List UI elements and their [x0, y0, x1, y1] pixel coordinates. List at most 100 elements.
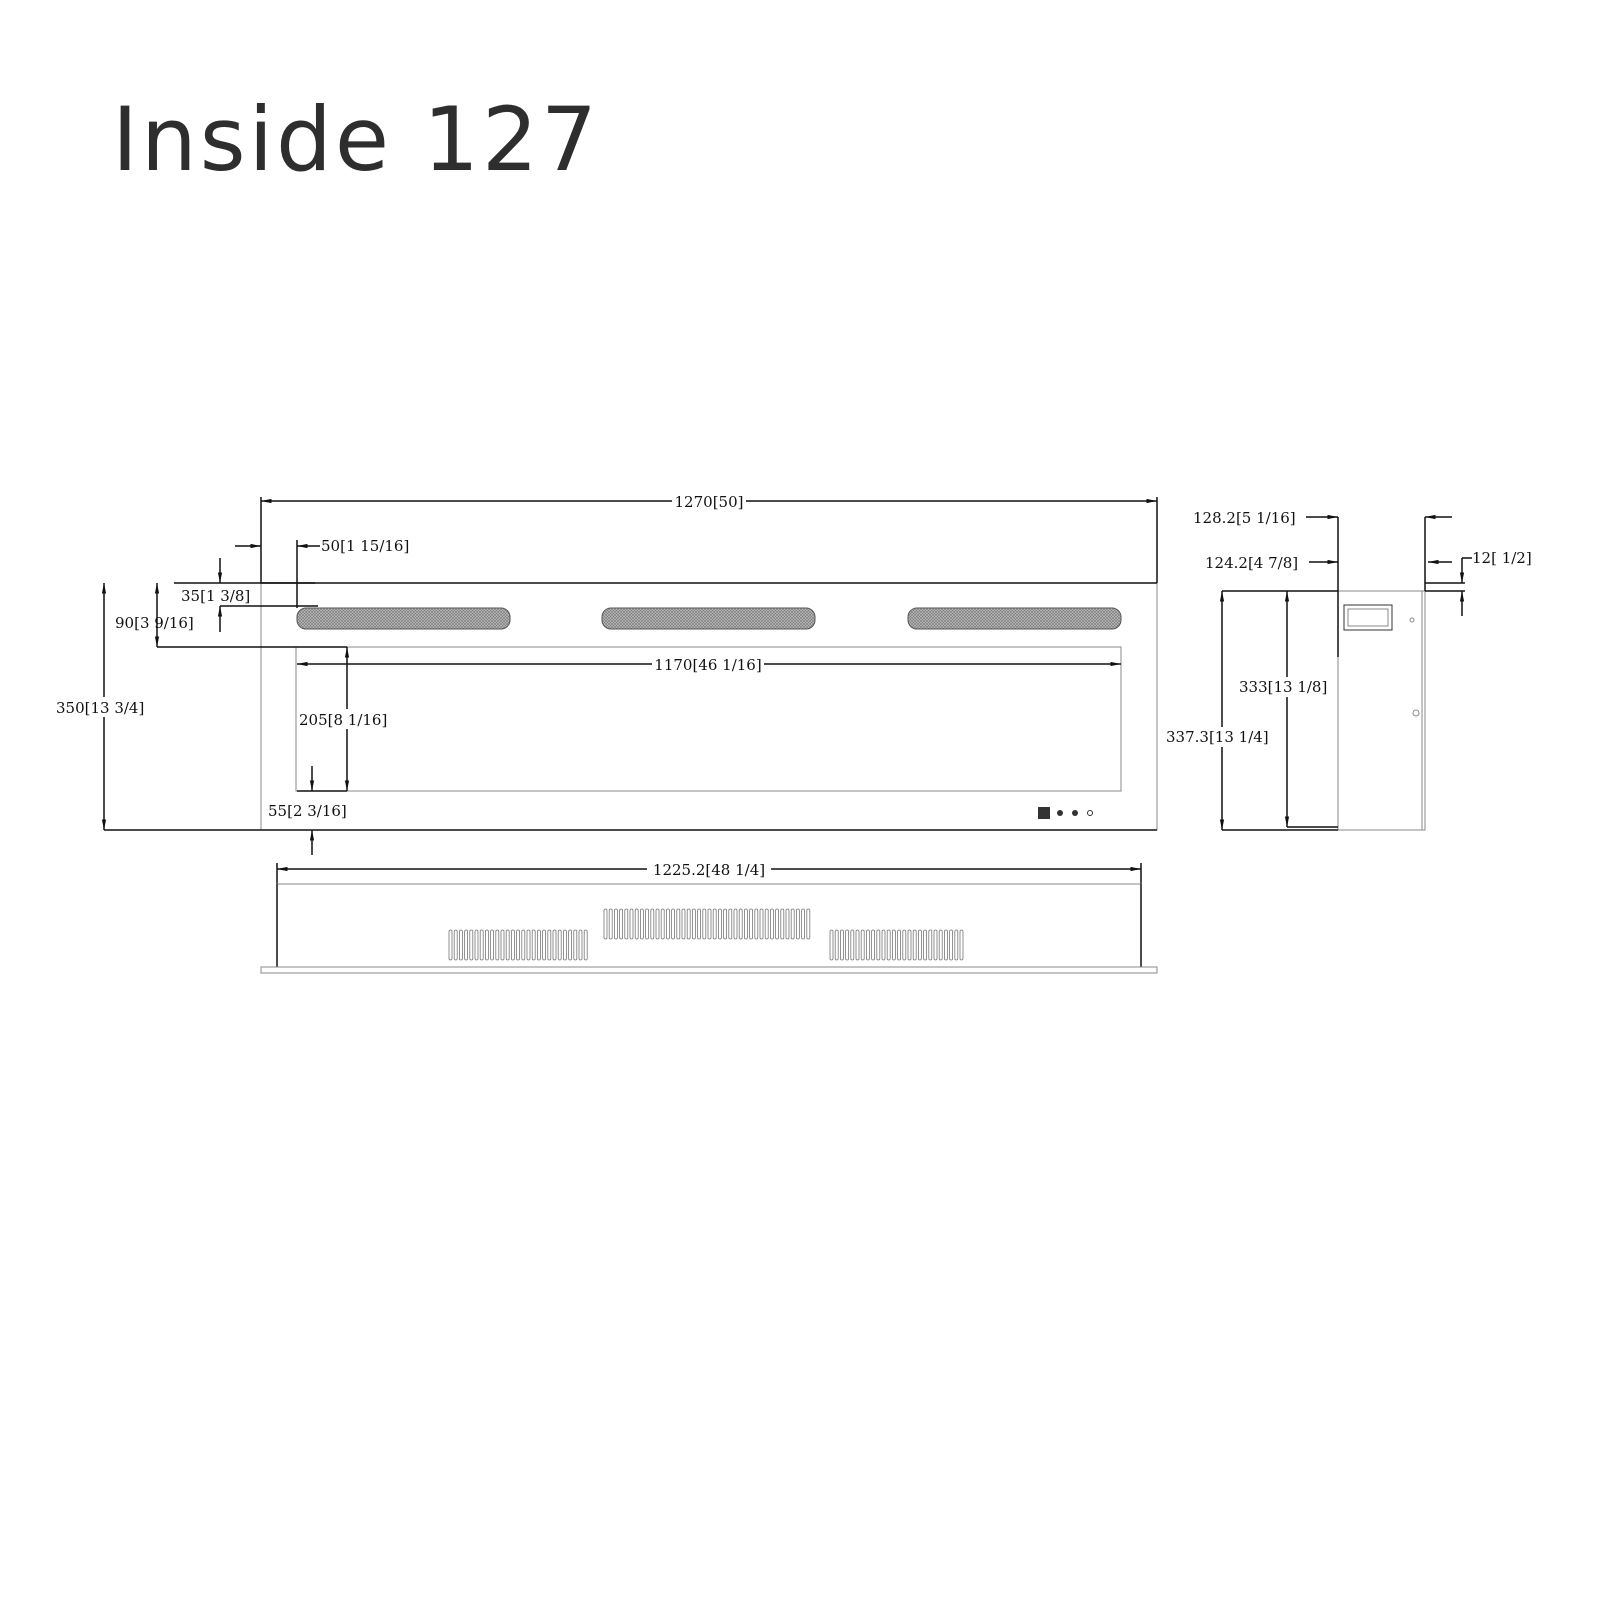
vent-slat — [897, 929, 901, 961]
vent-slat — [640, 908, 644, 940]
vent-slat — [923, 929, 927, 961]
vent-slat — [676, 908, 681, 940]
vent-slat — [578, 929, 583, 961]
vent-slat — [495, 929, 500, 961]
vent-slat — [521, 929, 526, 961]
vent-slat — [563, 929, 567, 961]
vent-slat — [583, 929, 588, 961]
vent-slat — [692, 908, 696, 940]
vent-slat — [453, 929, 458, 961]
vent-slat — [650, 908, 655, 940]
dim-bottom-width: 1225.2[48 1/4] — [653, 861, 765, 879]
side-view: 128.2[5 1/16] 124.2[4 7/8] 333[13 1/8] 3… — [1165, 509, 1532, 831]
vent-slat — [557, 929, 562, 961]
vent-slat — [928, 929, 933, 961]
dim-glass-height: 205[8 1/16] — [299, 711, 387, 729]
vent-group — [448, 929, 588, 961]
vent-slat — [448, 929, 453, 961]
vent-slat — [733, 908, 738, 940]
vent-slat — [801, 908, 805, 940]
vent-slat — [728, 908, 733, 940]
vent-slat — [850, 929, 855, 961]
vent-slat — [829, 929, 834, 961]
vent-slat — [568, 929, 572, 961]
vent-slat — [902, 929, 907, 961]
vent-slat — [834, 929, 839, 961]
vent-slat — [681, 908, 686, 940]
vent-slat — [573, 929, 578, 961]
dim-depth-body: 124.2[4 7/8] — [1205, 554, 1298, 572]
control-button-icon — [1072, 810, 1078, 816]
vent-slat — [907, 929, 912, 961]
vent-slat — [881, 929, 886, 961]
vent-slat — [712, 908, 717, 940]
bottom-view: 1225.2[48 1/4] — [260, 859, 1158, 974]
vent-slat — [634, 908, 639, 940]
vent-slat — [790, 908, 795, 940]
vent-slat — [949, 929, 953, 961]
vent-slat — [655, 908, 660, 940]
vent-slat — [918, 929, 922, 961]
vent-slat — [666, 908, 670, 940]
vent-slat — [785, 908, 790, 940]
vent-group — [829, 929, 964, 961]
vent-slat — [892, 929, 896, 961]
vent-slat — [671, 908, 675, 940]
vent-group — [603, 908, 811, 940]
vent-slat — [697, 908, 701, 940]
dim-body-height: 333[13 1/8] — [1239, 678, 1327, 696]
vent-slat — [629, 908, 634, 940]
vent-slat — [860, 929, 865, 961]
vent-slat — [531, 929, 536, 961]
control-panel-icon — [1038, 807, 1050, 819]
vent-slat — [660, 908, 665, 940]
vent-slat — [959, 929, 964, 961]
side-handle — [1343, 604, 1393, 631]
dim-slot-top-offset: 35[1 3/8] — [181, 587, 250, 605]
vent-slat — [469, 929, 474, 961]
vent-slat — [780, 908, 785, 940]
dim-glass-top-offset: 90[3 9/16] — [115, 614, 194, 632]
vent-slat — [764, 908, 769, 940]
vent-slat — [547, 929, 552, 961]
dim-side-overall-height: 337.3[13 1/4] — [1166, 728, 1269, 746]
vent-slat — [944, 929, 948, 961]
vent-slat — [624, 908, 629, 940]
vent-slat — [933, 929, 938, 961]
bottom-body — [276, 883, 1142, 968]
side-outline — [1337, 590, 1426, 831]
vent-slat — [516, 929, 520, 961]
bottom-flange — [260, 966, 1158, 974]
vent-slat — [840, 929, 844, 961]
dim-glass-bottom-offset: 55[2 3/16] — [268, 802, 347, 820]
vent-slat — [608, 908, 613, 940]
heater-slot — [601, 607, 816, 630]
vent-slat — [718, 908, 722, 940]
vent-groups — [448, 908, 964, 961]
vent-slat — [871, 929, 875, 961]
vent-slat — [738, 908, 743, 940]
vent-slat — [759, 908, 764, 940]
vent-slat — [505, 929, 510, 961]
glass-panel — [295, 646, 1122, 792]
vent-slat — [645, 908, 649, 940]
heater-slot — [296, 607, 511, 630]
vent-slat — [686, 908, 691, 940]
vent-slat — [500, 929, 505, 961]
dim-depth-overall: 128.2[5 1/16] — [1193, 509, 1296, 527]
vent-slat — [490, 929, 495, 961]
vent-slat — [723, 908, 727, 940]
vent-slat — [796, 908, 800, 940]
vent-slat — [749, 908, 753, 940]
dim-flange: 12[ 1/2] — [1472, 549, 1532, 567]
vent-slat — [876, 929, 881, 961]
vent-slat — [619, 908, 623, 940]
vent-slat — [855, 929, 860, 961]
vent-slat — [707, 908, 712, 940]
vent-slat — [537, 929, 541, 961]
control-button-icon — [1057, 810, 1063, 816]
front-view: 1270[50] 50[1 15/16] 35[1 3/8] 90[3 9/16… — [56, 490, 1158, 855]
vent-slat — [744, 908, 748, 940]
